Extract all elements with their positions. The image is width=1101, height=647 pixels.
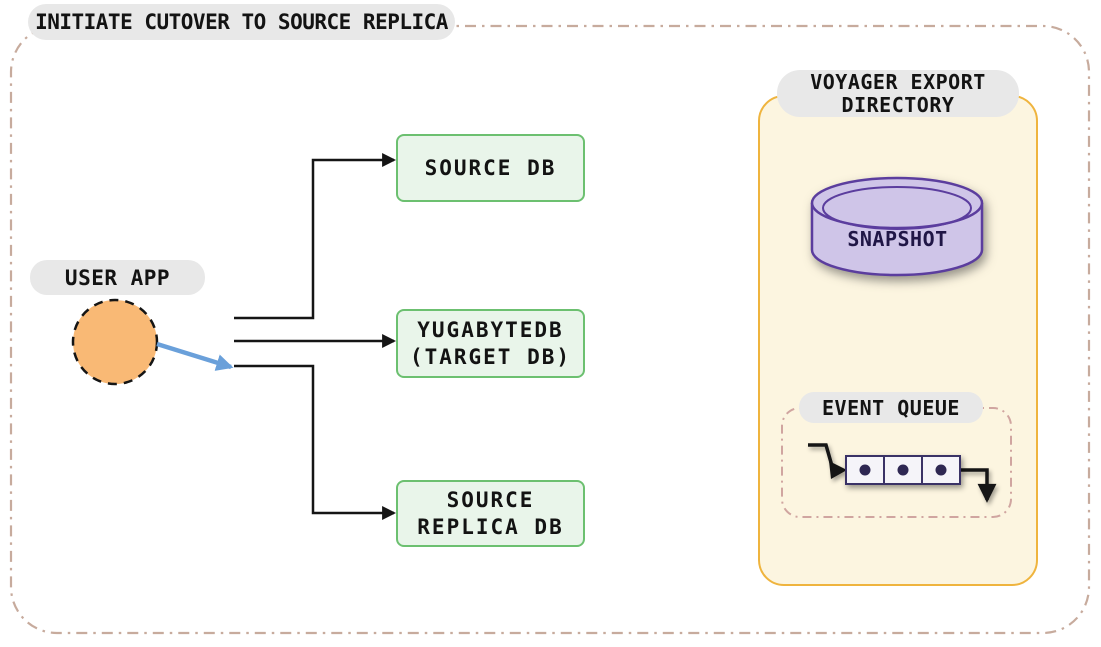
voyager-export-directory-label: VOYAGER EXPORT DIRECTORY — [777, 70, 1019, 117]
edge-user-app-to-source-replica-db — [234, 364, 397, 520]
diagram-title: INITIATE CUTOVER TO SOURCE REPLICA — [28, 4, 455, 40]
connector-lines — [234, 153, 397, 520]
source-replica-db-node: SOURCE REPLICA DB — [396, 480, 585, 547]
queue-out-arrow-icon — [960, 468, 997, 503]
user-app-label: USER APP — [30, 260, 205, 295]
event-queue-label: EVENT QUEUE — [799, 392, 983, 423]
event-queue-flow-arrows — [808, 443, 997, 503]
snapshot-database-cylinder-icon — [810, 176, 984, 277]
queue-in-line — [808, 443, 834, 467]
snapshot-label: SNAPSHOT — [847, 227, 948, 251]
event-queue-cells-icon — [845, 455, 961, 485]
queue-event-dot — [859, 464, 871, 476]
queue-event-dot — [935, 464, 947, 476]
queue-event-dot — [897, 464, 909, 476]
cutover-arrow-icon — [156, 341, 234, 371]
cylinder-inner-rim — [822, 186, 972, 230]
queue-in-arrowhead-icon — [829, 461, 847, 479]
user-app-icon — [71, 298, 159, 386]
source-db-node: SOURCE DB — [396, 134, 585, 202]
yugabytedb-target-db-node: YUGABYTEDB (TARGET DB) — [396, 309, 585, 378]
outer-frame-border — [9, 24, 1091, 635]
event-queue-border — [781, 407, 1012, 518]
edge-user-app-to-source-db — [234, 153, 397, 320]
